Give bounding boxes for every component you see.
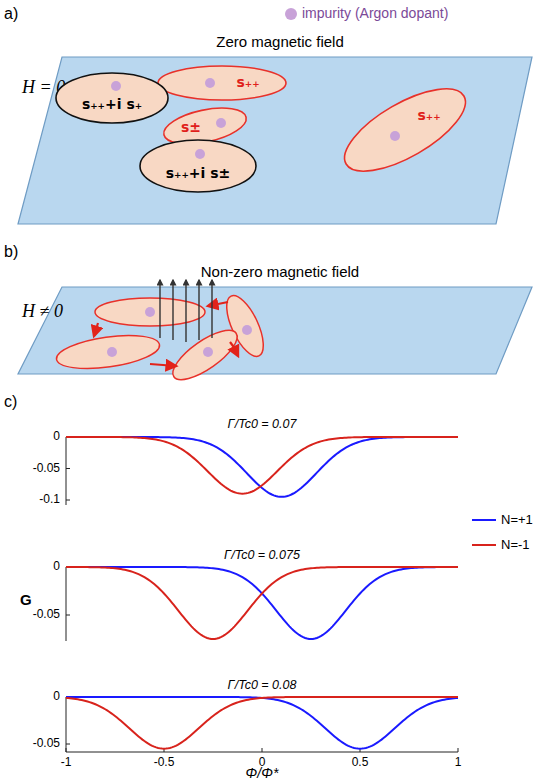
impurity-dot: [111, 81, 121, 91]
pairing-ellipse: [54, 330, 161, 374]
vortex-ellipses: [54, 291, 270, 389]
tick-label: 0: [53, 690, 60, 703]
impurity-dot: [203, 347, 213, 357]
g-curve: [66, 697, 458, 749]
sample-plane: [18, 57, 532, 224]
tick-label: 1: [455, 756, 462, 769]
winding-arrow: [230, 342, 238, 356]
winding-arrow: [94, 323, 98, 336]
pairing-symmetry-label: s₊₊+i s₊: [82, 97, 142, 112]
pairing-domain: s₊₊+i s₊: [52, 38, 172, 158]
winding-arrow: [208, 302, 228, 306]
tick-label: -0.5: [154, 756, 175, 769]
winding-arrow: [150, 364, 176, 366]
legend-line: [472, 544, 496, 546]
magnetic-field-arrows: [160, 280, 212, 342]
figure-label: Φ/Φ*: [246, 766, 279, 781]
pairing-ellipse: [95, 298, 205, 326]
pairing-symmetry-label: s₊₊: [236, 75, 259, 90]
plot-title: Γ/Tc0 = 0.07: [228, 418, 297, 432]
domain-ellipse: [140, 140, 256, 192]
g-curve: [66, 697, 458, 749]
impurity-dot: [145, 307, 155, 317]
g-curve: [66, 437, 458, 494]
impurity-dot: [205, 78, 215, 88]
pairing-symmetry-label: s±: [181, 120, 201, 135]
y-axis: [66, 437, 67, 505]
impurity-dot: [390, 131, 400, 141]
pairing-ellipse: [166, 322, 244, 389]
pairing-symmetry-label: s₊₊+i s±: [166, 166, 231, 181]
y-axis: [66, 567, 67, 641]
impurity-dot: [242, 325, 252, 335]
legend-line: [472, 519, 496, 521]
field-arrow: [211, 280, 212, 338]
domain-ellipse: [333, 73, 477, 187]
phase-winding-arrows: [94, 302, 238, 366]
tick-label: -0.1: [39, 493, 60, 506]
tick-label: -0.05: [33, 608, 60, 621]
pairing-domain: s₊₊+i s±: [136, 104, 260, 228]
figure-label: Zero magnetic field: [216, 34, 344, 51]
field-arrow: [159, 280, 160, 338]
g-curve: [66, 437, 458, 497]
figure-label: Non-zero magnetic field: [201, 264, 359, 281]
sample-plane: [18, 287, 532, 374]
curve-group: [66, 437, 458, 749]
tick-label: 0.5: [352, 756, 369, 769]
figure-label: c): [4, 393, 17, 411]
tick-label: -1: [61, 756, 72, 769]
figure-label: b): [4, 243, 18, 261]
tick-label: -0.05: [33, 462, 60, 475]
domain-ellipse: [56, 73, 168, 123]
impurity-dot: [216, 118, 226, 128]
pairing-domain: s₊₊: [333, 58, 477, 202]
field-arrow: [172, 280, 173, 340]
x-ticks: [66, 748, 458, 752]
tick-label: -0.05: [33, 737, 60, 750]
impurity-dot: [195, 149, 205, 159]
plot-title: Γ/Tc0 = 0.075: [224, 549, 300, 563]
legend-text: impurity (Argon dopant): [302, 6, 448, 21]
figure-label: H ≠ 0: [22, 302, 63, 322]
domain-outline: [333, 58, 477, 202]
g-curve: [66, 567, 458, 639]
plot-title: Γ/Tc0 = 0.08: [228, 679, 297, 693]
domain-ellipse: [158, 66, 286, 100]
figure-label: a): [4, 5, 18, 23]
g-curve: [66, 567, 458, 639]
impurity-dot: [107, 347, 117, 357]
field-arrow: [198, 280, 199, 340]
field-arrow: [185, 280, 186, 342]
legend-swatch: [285, 8, 297, 20]
plot-axes: [66, 437, 458, 752]
pairing-symmetry-label: s₊₊: [417, 108, 440, 123]
legend-text: N=-1: [501, 538, 530, 552]
figure-label: G: [20, 592, 32, 609]
legend-text: N=+1: [501, 513, 533, 527]
tick-label: 0: [53, 430, 60, 443]
tick-label: 0: [53, 560, 60, 573]
